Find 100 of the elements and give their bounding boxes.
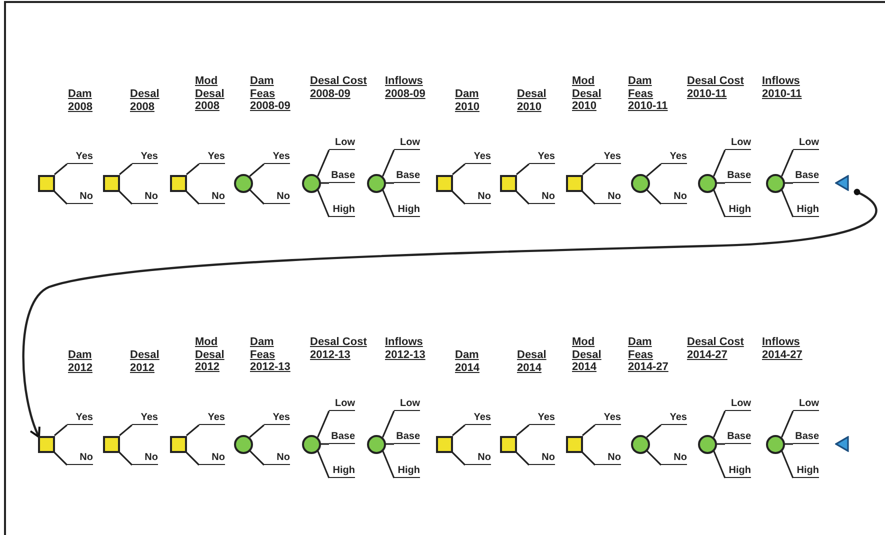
branch-line	[646, 189, 662, 205]
branch-line	[118, 190, 133, 205]
branch-label: No	[465, 191, 491, 204]
branch-line	[582, 424, 596, 436]
branch-line	[316, 450, 330, 478]
branch-line	[186, 163, 200, 176]
branch-line	[712, 410, 726, 438]
branch-line	[118, 424, 133, 436]
branch-label: Yes	[465, 151, 491, 164]
branch-label: High	[329, 465, 355, 478]
branch-line	[582, 452, 596, 466]
branch-line	[316, 410, 330, 438]
branch-label: No	[199, 452, 225, 465]
branch-line	[320, 443, 329, 445]
branch-line	[452, 190, 466, 205]
branch-label: No	[264, 452, 290, 465]
branch-label: Yes	[132, 151, 158, 164]
column-heading: Desal Cost 2010-11	[687, 75, 745, 100]
column-heading: Inflows 2014-27	[762, 336, 804, 361]
branch-label: Yes	[67, 412, 93, 425]
column-heading: Desal 2008	[130, 88, 160, 113]
branch-line	[249, 450, 265, 466]
branch-line	[780, 410, 794, 438]
branch-label: No	[595, 452, 621, 465]
branch-line	[780, 150, 794, 177]
decision-square	[500, 174, 516, 192]
column-heading: Dam 2010	[455, 88, 480, 113]
branch-label: Yes	[465, 412, 491, 425]
branch-line	[516, 424, 530, 436]
branch-label: Low	[394, 137, 420, 150]
branch-label: No	[132, 452, 158, 465]
branch-line	[54, 452, 68, 466]
branch-line	[249, 189, 265, 205]
branch-line	[382, 410, 395, 438]
branch-label: Yes	[595, 151, 621, 164]
branch-line	[780, 189, 794, 218]
branch-label: Base	[725, 170, 751, 183]
branch-line	[516, 163, 530, 176]
branch-label: Yes	[264, 412, 290, 425]
decision-square	[102, 436, 120, 452]
branch-label: Low	[329, 137, 355, 150]
decision-square	[436, 436, 452, 452]
branch-line	[186, 424, 200, 436]
branch-label: No	[661, 191, 687, 204]
branch-label: Yes	[199, 151, 225, 164]
branch-label: No	[132, 191, 158, 204]
chance-circle	[366, 434, 386, 454]
branch-label: Base	[394, 431, 420, 444]
branch-line	[382, 150, 395, 177]
decision-square	[566, 436, 582, 452]
chance-circle	[766, 174, 784, 192]
branch-label: Base	[793, 170, 819, 183]
branch-line	[780, 450, 794, 478]
decision-square	[102, 174, 120, 192]
branch-label: No	[529, 452, 555, 465]
branch-line	[54, 163, 68, 176]
branch-label: Low	[394, 398, 420, 411]
branch-label: No	[465, 452, 491, 465]
branch-line	[646, 450, 662, 466]
branch-label: Yes	[529, 412, 555, 425]
branch-label: High	[394, 204, 420, 217]
decision-square	[38, 436, 54, 452]
branch-label: No	[595, 191, 621, 204]
branch-line	[712, 150, 726, 177]
branch-label: High	[793, 465, 819, 478]
column-heading: Desal 2010	[517, 88, 548, 113]
branch-label: Low	[329, 398, 355, 411]
chance-circle	[366, 174, 386, 192]
branch-label: High	[394, 465, 420, 478]
branch-line	[646, 163, 662, 177]
column-heading: Mod Desal 2012	[195, 336, 226, 374]
branch-label: No	[67, 191, 93, 204]
branch-label: Base	[329, 431, 355, 444]
branch-line	[784, 182, 793, 184]
branch-label: High	[329, 204, 355, 217]
branch-line	[186, 190, 200, 205]
end-triangle	[835, 175, 849, 191]
decision-square	[436, 174, 452, 192]
branch-line	[118, 452, 133, 466]
column-heading: Dam Feas 2012-13	[250, 336, 292, 374]
column-heading: Dam 2012	[68, 349, 94, 374]
branch-line	[646, 424, 662, 438]
branch-label: Yes	[661, 151, 687, 164]
chance-circle	[698, 174, 716, 192]
decision-square	[170, 174, 186, 192]
column-heading: Dam Feas 2008-09	[250, 75, 292, 112]
decision-square	[566, 174, 582, 192]
column-heading: Inflows 2008-09	[385, 75, 426, 100]
branch-label: No	[529, 191, 555, 204]
branch-label: Yes	[132, 412, 158, 425]
decision-square	[500, 436, 516, 452]
branch-label: Base	[394, 170, 420, 183]
branch-line	[712, 189, 726, 218]
branch-line	[582, 163, 596, 176]
branch-line	[382, 189, 395, 218]
chance-circle	[234, 174, 252, 192]
branch-line	[386, 182, 394, 184]
branch-label: High	[725, 204, 751, 217]
branch-label: Yes	[529, 151, 555, 164]
branch-line	[186, 452, 200, 466]
